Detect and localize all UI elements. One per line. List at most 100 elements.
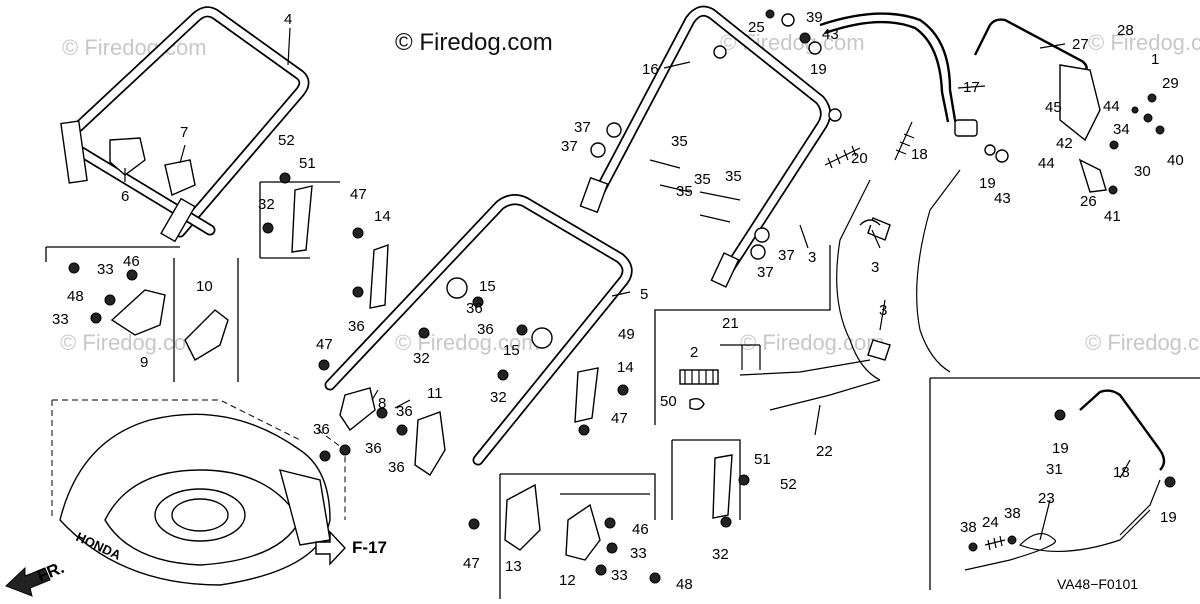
callout: 36 [348,318,365,335]
callout: 32 [490,389,507,406]
callout: 14 [374,208,391,225]
direction-label: FR. [34,558,67,586]
callout: 52 [780,476,797,493]
callout: 21 [722,315,739,332]
callout: 33 [630,545,647,562]
callout: 26 [1080,193,1097,210]
mower-deck: HONDA [51,399,346,586]
watermark: © Firedog.com [1085,330,1200,355]
callout: 46 [123,253,140,270]
callout: 20 [851,150,868,167]
bar-part-27 [973,18,1101,142]
callout: 33 [52,311,69,328]
callout: 25 [748,19,765,36]
callout: 48 [67,288,84,305]
callout: 18 [911,146,928,163]
callout: 35 [671,133,688,150]
cables [739,169,1166,571]
watermark: © Firedog.com [60,330,205,355]
callout: 36 [365,440,382,457]
callout: 15 [503,342,520,359]
callout: 3 [871,259,879,276]
watermarks: © Firedog.com © Firedog.com © Firedog.co… [60,30,1200,355]
callout: 19 [810,61,827,78]
reference-arrow: F-17 [315,530,387,566]
callout: 39 [806,9,823,26]
callout: 24 [982,514,999,531]
diagram-code: VA48−F0101 [1057,576,1138,592]
callout: 44 [1103,98,1120,115]
callout: 8 [378,395,386,412]
hardware [68,9,1176,584]
callout: 19 [979,175,996,192]
callout-labels: 1 2 3 3 3 4 5 6 7 8 9 10 11 12 13 14 14 … [52,9,1184,593]
callout: 37 [757,264,774,281]
callout: 17 [963,79,980,96]
callout: 41 [1104,208,1121,225]
callout: 19 [1052,440,1069,457]
callout: 18 [1113,464,1130,481]
callout: 51 [299,155,316,172]
callout: 13 [505,558,522,575]
callout: 33 [97,261,114,278]
callout: 32 [712,546,729,563]
callout: 36 [396,403,413,420]
callout: 43 [994,190,1011,207]
callout: 35 [694,171,711,188]
reference-label: F-17 [352,538,387,557]
callout: 6 [121,188,129,205]
springs [679,121,1006,551]
callout: 16 [642,61,659,78]
copyright-text: © Firedog.com [395,29,553,56]
handle-part-16 [579,5,842,288]
watermark: © Firedog.com [740,330,885,355]
callout: 46 [632,521,649,538]
callout: 14 [617,359,634,376]
callout: 44 [1038,155,1055,172]
callout: 5 [640,286,648,303]
callout: 2 [690,344,698,361]
callout: 51 [754,451,771,468]
callout: 15 [479,278,496,295]
callout: 36 [466,300,483,317]
callout: 35 [725,168,742,185]
callout: 1 [1151,51,1159,68]
callout: 29 [1162,75,1179,92]
callout: 11 [427,385,443,402]
callout: 4 [284,11,292,28]
callout: 49 [618,326,635,343]
callout: 9 [140,354,148,371]
bar-part-17 [819,12,986,137]
callout: 33 [611,567,628,584]
callout: 43 [822,26,839,43]
callout: 7 [180,124,188,141]
leader-lines [371,224,1131,541]
watermark: © Firedog.com [1088,30,1200,55]
callout: 36 [388,459,405,476]
watermark: © Firedog.com [62,35,207,60]
callout: 47 [316,336,333,353]
callout: 36 [477,321,494,338]
callout: 34 [1113,121,1130,138]
callout: 40 [1167,152,1184,169]
callout: 12 [559,572,576,589]
callout: 47 [463,555,480,572]
callout: 23 [1038,490,1055,507]
callout: 32 [258,196,275,213]
callout: 28 [1117,22,1134,39]
callout: 30 [1134,163,1151,180]
callout: 50 [660,393,677,410]
callout: 38 [960,519,977,536]
callout: 3 [808,249,816,266]
callout: 47 [350,186,367,203]
callout: 37 [561,138,578,155]
callout: 36 [313,421,330,438]
callout: 31 [1046,461,1063,478]
callout: 32 [413,350,430,367]
callout: 35 [676,183,693,200]
callout: 22 [816,443,833,460]
callout: 3 [879,302,887,319]
callout: 10 [196,278,213,295]
